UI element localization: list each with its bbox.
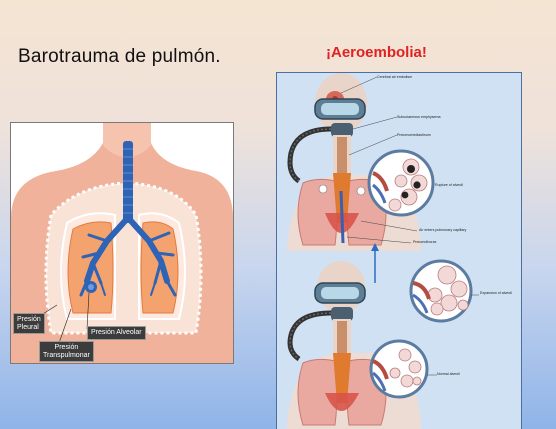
air-embolism-diagram: Cerebral air embolism Subcutaneous emphy… xyxy=(276,72,522,429)
transpulmonary-pressure-label: Presión Transpulmonar xyxy=(39,341,94,362)
pleural-pressure-label-line2: Pleural xyxy=(17,324,41,332)
transpulmonary-label-line1: Presión xyxy=(43,344,90,352)
label-pneumomediastinum: Pneumomediastinum xyxy=(397,133,431,137)
alveolar-pressure-label: Presión Alveolar xyxy=(87,326,146,340)
pleural-pressure-label: Presión Pleural xyxy=(13,313,45,334)
air-embolism-illustration xyxy=(277,73,521,429)
slide-title: Barotrauma de pulmón. xyxy=(18,46,221,68)
transpulmonary-label-line2: Transpulmonar xyxy=(43,352,90,360)
slide-subtitle: ¡Aeroembolia! xyxy=(326,44,427,61)
label-pneumothorax: Pneumothorax xyxy=(413,240,436,244)
label-normal-alveoli: Normal alveoli xyxy=(437,372,460,376)
label-cerebral-air-embolism: Cerebral air embolism xyxy=(377,75,412,79)
label-rupture-of-alveoli: Rupture of alveoli xyxy=(435,183,463,187)
label-subcutaneous-emphysema: Subcutaneous emphysema xyxy=(397,115,441,119)
pleural-pressure-label-line1: Presión xyxy=(17,316,41,324)
lung-pressure-diagram: Presión Pleural Presión Alveolar Presión… xyxy=(10,122,234,364)
label-air-enters-capillary: Air enters pulmonary capillary xyxy=(419,228,466,232)
label-expansion-of-alveoli: Expansion of alveoli xyxy=(480,291,512,295)
